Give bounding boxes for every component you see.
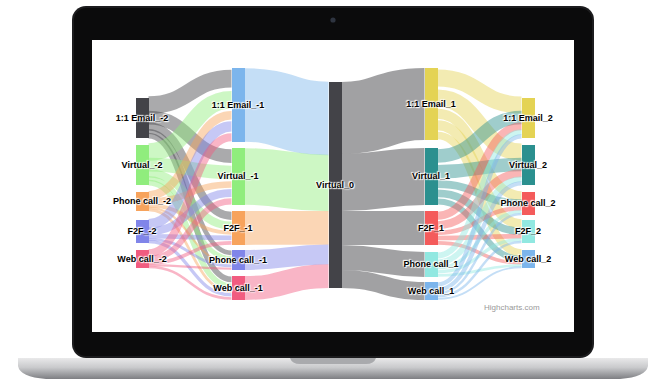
sankey-node: Phone call_-2	[110, 192, 175, 211]
node-label: Virtual_0	[316, 180, 354, 191]
node-label: Web call_2	[505, 254, 551, 265]
node-label: Phone call_1	[403, 259, 458, 270]
sankey-link	[342, 211, 425, 245]
node-label: 1:1 Email_2	[503, 113, 553, 124]
sankey-node: F2F_1	[415, 211, 448, 245]
sankey-node: Web call_-2	[114, 250, 170, 268]
laptop-screen	[92, 40, 574, 332]
sankey-node: Virtual_0	[313, 82, 357, 288]
node-label: Phone call_2	[500, 198, 555, 209]
node-label: F2F_-1	[223, 223, 252, 234]
sankey-node: Virtual_-2	[119, 145, 166, 185]
sankey-node: 1:1 Email_-1	[209, 68, 268, 142]
node-label: Phone call_-2	[113, 196, 171, 207]
sankey-link	[342, 177, 425, 183]
sankey-node: Phone call_1	[400, 252, 462, 277]
node-label: Virtual_-2	[122, 160, 163, 171]
sankey-link	[149, 236, 232, 238]
node-label: Web call_-2	[117, 254, 166, 265]
node-label: 1:1 Email_-1	[212, 100, 265, 111]
node-label: Web call_-1	[213, 283, 262, 294]
node-label: F2F_2	[515, 226, 541, 237]
laptop-bezel	[74, 8, 592, 356]
sankey-node: Phone call_-1	[206, 250, 271, 270]
sankey-node: Virtual_1	[409, 148, 453, 205]
sankey-node: Web call_1	[405, 282, 458, 300]
node-label: Virtual_2	[509, 160, 547, 171]
sankey-node: Virtual_-1	[215, 148, 262, 205]
chart-credit: Highcharts.com	[484, 303, 540, 312]
sankey-node: F2F_-2	[124, 220, 160, 243]
sankey-link	[438, 179, 522, 262]
sankey-node: F2F_-1	[220, 211, 256, 245]
node-label: Virtual_1	[412, 171, 450, 182]
sankey-node: F2F_2	[512, 220, 545, 243]
sankey-link	[245, 211, 329, 245]
node-label: Virtual_-1	[218, 171, 259, 182]
sankey-node: Virtual_2	[506, 145, 550, 185]
sankey-node: 1:1 Email_2	[500, 98, 556, 138]
sankey-node: 1:1 Email_-2	[113, 98, 172, 138]
sankey-node: 1:1 Email_1	[403, 68, 459, 140]
node-label: Web call_1	[408, 286, 454, 297]
laptop-base	[18, 358, 648, 379]
laptop-lid	[72, 6, 594, 358]
sankey-link	[149, 137, 232, 253]
laptop-camera	[330, 17, 335, 22]
sankey-link	[149, 201, 232, 258]
sankey-node: Web call_-1	[210, 276, 266, 300]
node-label: 1:1 Email_-2	[116, 113, 169, 124]
laptop-notch	[290, 358, 376, 364]
node-label: Phone call_-1	[209, 255, 267, 266]
sankey-node: Phone call_2	[497, 192, 559, 215]
node-label: F2F_-2	[127, 226, 156, 237]
sankey-node: Web call_2	[502, 250, 555, 268]
node-label: 1:1 Email_1	[406, 99, 456, 110]
node-label: F2F_1	[418, 223, 444, 234]
